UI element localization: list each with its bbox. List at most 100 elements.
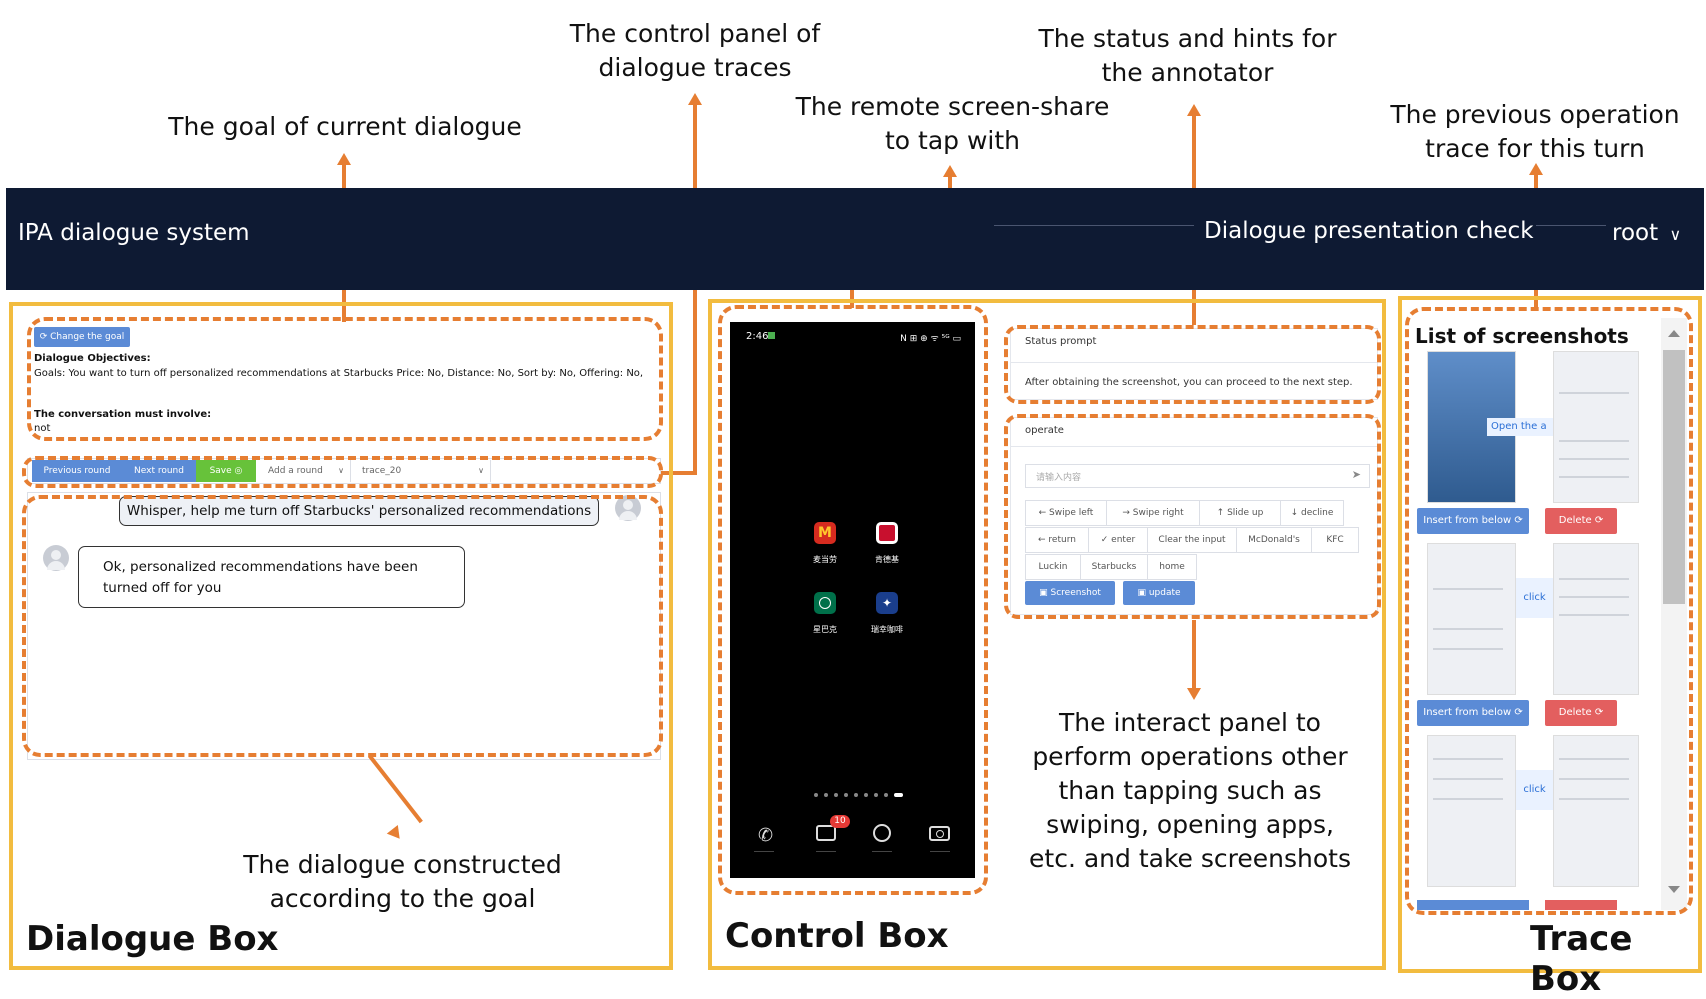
insert-below-button-partial[interactable] bbox=[1417, 900, 1529, 910]
dialogue-box-label: Dialogue Box bbox=[26, 919, 279, 959]
connector-control-panel-h bbox=[660, 471, 697, 475]
messages-icon[interactable] bbox=[816, 825, 836, 841]
annotation-interact-l3: than tapping such as bbox=[1058, 776, 1322, 805]
annotation-goal: The goal of current dialogue bbox=[150, 110, 540, 144]
annotation-interact-l1: The interact panel to bbox=[1059, 708, 1321, 737]
mcdonalds-app-icon[interactable]: M bbox=[814, 522, 836, 544]
enter-button[interactable]: ✓ enter bbox=[1088, 527, 1148, 553]
user-avatar-icon bbox=[623, 500, 633, 510]
annotation-screen-share: The remote screen-share to tap with bbox=[790, 90, 1115, 158]
annotation-dialogue-l2: according to the goal bbox=[269, 884, 536, 913]
kfc-button[interactable]: KFC bbox=[1311, 527, 1359, 553]
nav-item-presentation-check[interactable]: Dialogue presentation check bbox=[1204, 218, 1534, 244]
scrollbar-thumb[interactable] bbox=[1663, 350, 1685, 604]
send-icon[interactable]: ➤ bbox=[1351, 468, 1361, 481]
update-button[interactable]: ▣ update bbox=[1123, 581, 1195, 605]
app-header: IPA dialogue system Dialogue presentatio… bbox=[6, 188, 1704, 290]
insert-below-button[interactable]: Insert from below ⟳ bbox=[1417, 700, 1529, 726]
insert-below-label: Insert from below bbox=[1423, 707, 1512, 718]
screenshot-thumbnail[interactable] bbox=[1553, 735, 1639, 887]
app-label: 瑞幸咖啡 bbox=[871, 625, 903, 634]
refresh-icon: ⟳ bbox=[1514, 707, 1523, 718]
annotation-control-panel: The control panel of dialogue traces bbox=[545, 17, 845, 85]
next-round-button[interactable]: Next round bbox=[122, 460, 196, 482]
add-round-label: Add a round bbox=[268, 466, 323, 476]
command-input[interactable]: 请输入内容 ➤ bbox=[1025, 464, 1370, 488]
status-prompt-panel: Status prompt After obtaining the screen… bbox=[1010, 328, 1378, 400]
delete-button[interactable]: Delete ⟳ bbox=[1545, 508, 1617, 534]
nav-divider-right bbox=[1536, 225, 1606, 226]
user-name: root bbox=[1612, 220, 1659, 246]
chevron-down-icon: ∨ bbox=[1669, 225, 1682, 244]
control-box bbox=[708, 299, 1386, 970]
insert-below-button[interactable]: Insert from below ⟳ bbox=[1417, 508, 1529, 534]
swipe-left-button[interactable]: ← Swipe left bbox=[1025, 500, 1107, 526]
camera-icon: ▣ bbox=[1137, 588, 1146, 598]
app-label: 肯德基 bbox=[875, 555, 899, 564]
luckin-app-icon[interactable]: ✦ bbox=[876, 592, 898, 614]
starbucks-button[interactable]: Starbucks bbox=[1080, 554, 1148, 580]
status-bar-icons: N ⊞ ⊕ ᯤ ⁵ᴳ ▭ bbox=[900, 334, 961, 344]
annotation-interact-l2: perform operations other bbox=[1032, 742, 1348, 771]
scrollbar[interactable] bbox=[1661, 318, 1687, 910]
highlight-phone-screen bbox=[718, 305, 988, 895]
status-prompt-text: After obtaining the screenshot, you can … bbox=[1025, 377, 1353, 388]
arrow-control-panel bbox=[688, 93, 702, 105]
delete-button[interactable]: Delete ⟳ bbox=[1545, 700, 1617, 726]
arrow-interact bbox=[1187, 688, 1201, 700]
screenshot-thumbnail[interactable] bbox=[1427, 543, 1516, 695]
annotation-interact-l5: etc. and take screenshots bbox=[1029, 844, 1351, 873]
annotation-prev-trace-l2: trace for this turn bbox=[1425, 134, 1645, 163]
scroll-up-icon[interactable] bbox=[1668, 330, 1680, 337]
trace-box bbox=[1398, 296, 1702, 973]
insert-below-label: Insert from below bbox=[1423, 515, 1512, 526]
previous-round-button[interactable]: Previous round bbox=[32, 460, 122, 482]
return-button[interactable]: ← return bbox=[1025, 527, 1089, 553]
trace-select[interactable]: trace_20 ∨ bbox=[354, 460, 491, 482]
highlight-trace-controls bbox=[22, 456, 663, 488]
delete-label: Delete bbox=[1558, 707, 1592, 718]
annotation-prev-trace-l1: The previous operation bbox=[1390, 100, 1680, 129]
change-goal-label: Change the goal bbox=[50, 332, 125, 342]
decline-button[interactable]: ↓ decline bbox=[1280, 500, 1344, 526]
mcdonalds-button[interactable]: McDonald's bbox=[1236, 527, 1312, 553]
highlight-screenshot-list bbox=[1405, 307, 1693, 915]
operate-label: operate bbox=[1025, 425, 1064, 436]
starbucks-app-icon[interactable] bbox=[814, 592, 836, 614]
refresh-icon: ⟳ bbox=[1514, 515, 1523, 526]
annotation-status-l2: the annotator bbox=[1101, 58, 1274, 87]
click-action-label: click bbox=[1516, 770, 1553, 810]
screenshot-button[interactable]: ▣ Screenshot bbox=[1025, 581, 1115, 605]
kfc-app-icon[interactable] bbox=[876, 522, 898, 544]
save-button[interactable]: Save ◎ bbox=[196, 460, 256, 482]
clear-input-button[interactable]: Clear the input bbox=[1147, 527, 1237, 553]
delete-button-partial[interactable] bbox=[1545, 900, 1617, 910]
goals-text: Goals: You want to turn off personalized… bbox=[34, 368, 644, 379]
screenshot-thumbnail[interactable] bbox=[1553, 543, 1639, 695]
change-goal-button[interactable]: ⟳ Change the goal bbox=[34, 327, 130, 347]
camera-icon[interactable] bbox=[929, 826, 950, 841]
chevron-down-icon: ∨ bbox=[338, 466, 344, 475]
scroll-down-icon[interactable] bbox=[1668, 886, 1680, 893]
phone-screen[interactable]: 2:46 N ⊞ ⊕ ᯤ ⁵ᴳ ▭ M 麦当劳 肯德基 星巴克 ✦ 瑞幸咖啡 ✆… bbox=[730, 322, 975, 878]
command-input-placeholder: 请输入内容 bbox=[1036, 473, 1082, 483]
arrow-screen-share bbox=[943, 165, 957, 177]
browser-icon[interactable] bbox=[873, 824, 891, 842]
annotation-screen-share-l1: The remote screen-share bbox=[795, 92, 1110, 121]
connector-interact bbox=[1192, 620, 1196, 690]
dialogue-box bbox=[9, 302, 673, 970]
trace-controls: Previous round Next round Save ◎ Add a r… bbox=[27, 458, 661, 484]
refresh-icon: ⟳ bbox=[1594, 707, 1604, 718]
annotation-dialogue-l1: The dialogue constructed bbox=[243, 850, 562, 879]
screenshot-thumbnail[interactable] bbox=[1427, 735, 1516, 887]
screenshot-list: List of screenshots Open the a Insert fr… bbox=[1415, 318, 1687, 910]
home-button[interactable]: home bbox=[1147, 554, 1197, 580]
page-indicator bbox=[814, 793, 910, 797]
phone-icon[interactable]: ✆ bbox=[758, 825, 774, 846]
user-message-bubble: Whisper, help me turn off Starbucks' per… bbox=[119, 496, 599, 526]
add-round-select[interactable]: Add a round ∨ bbox=[260, 460, 351, 482]
user-menu[interactable]: root ∨ bbox=[1612, 220, 1681, 246]
chat-area: Whisper, help me turn off Starbucks' per… bbox=[27, 492, 661, 760]
slide-up-button[interactable]: ↑ Slide up bbox=[1199, 500, 1281, 526]
annotation-interact: The interact panel to perform operations… bbox=[1010, 706, 1370, 876]
